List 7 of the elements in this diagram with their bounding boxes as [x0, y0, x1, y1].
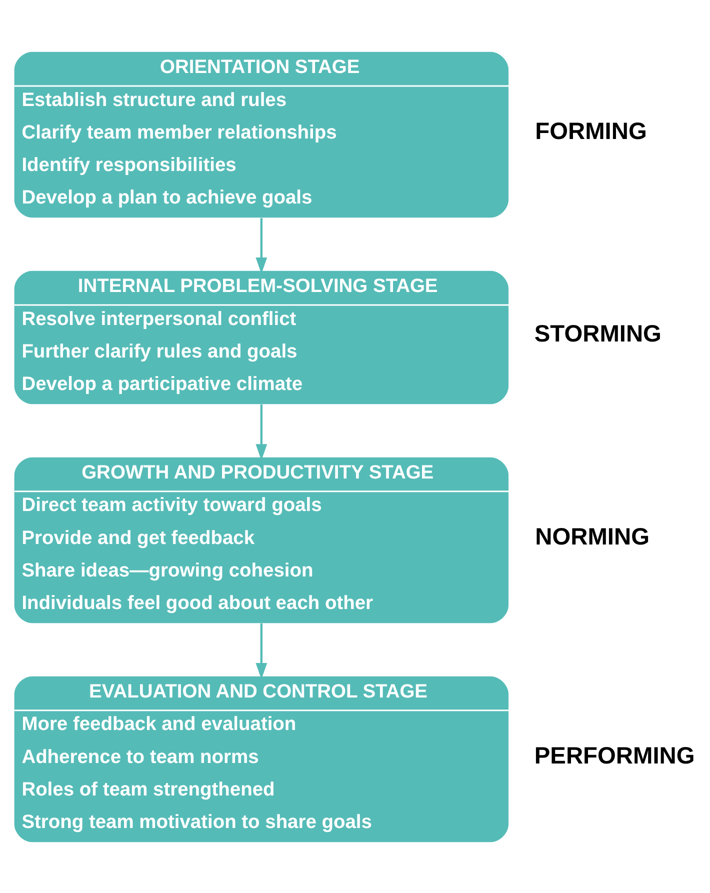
arrow [256, 622, 268, 679]
node-label: FORMING [535, 118, 647, 144]
node-label: NORMING [535, 524, 650, 550]
node-label: STORMING [534, 321, 662, 348]
arrow [256, 218, 268, 274]
node-label: PERFORMING [534, 742, 695, 769]
arrow [256, 404, 268, 460]
